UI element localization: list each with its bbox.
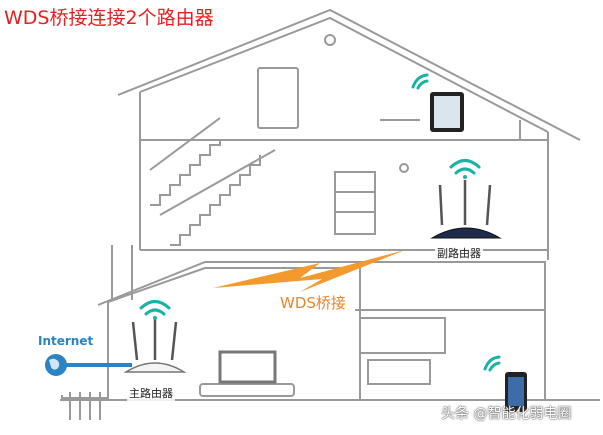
sub-router-label: 副路由器 (435, 245, 483, 261)
wifi-icon-phone (483, 355, 501, 372)
lightning-icon (213, 250, 405, 292)
wifi-icon-sub (449, 159, 481, 179)
sub-router-icon (430, 180, 502, 239)
globe-icon (45, 354, 67, 376)
phone-icon (505, 372, 527, 412)
main-router-label: 主路由器 (127, 385, 175, 401)
diagram-title: WDS桥接连接2个路由器 (4, 7, 214, 29)
internet-label: Internet (38, 334, 94, 348)
source-watermark: 头条 @智能化弱电圈 (441, 406, 572, 422)
tv-icon (218, 350, 277, 384)
wds-bridge-label: WDS桥接 (278, 292, 348, 313)
house-outline (60, 8, 600, 420)
main-router-icon (123, 318, 187, 373)
wifi-icon-main (139, 300, 171, 320)
tablet-icon (430, 92, 464, 132)
wifi-icon-tablet (411, 73, 429, 90)
